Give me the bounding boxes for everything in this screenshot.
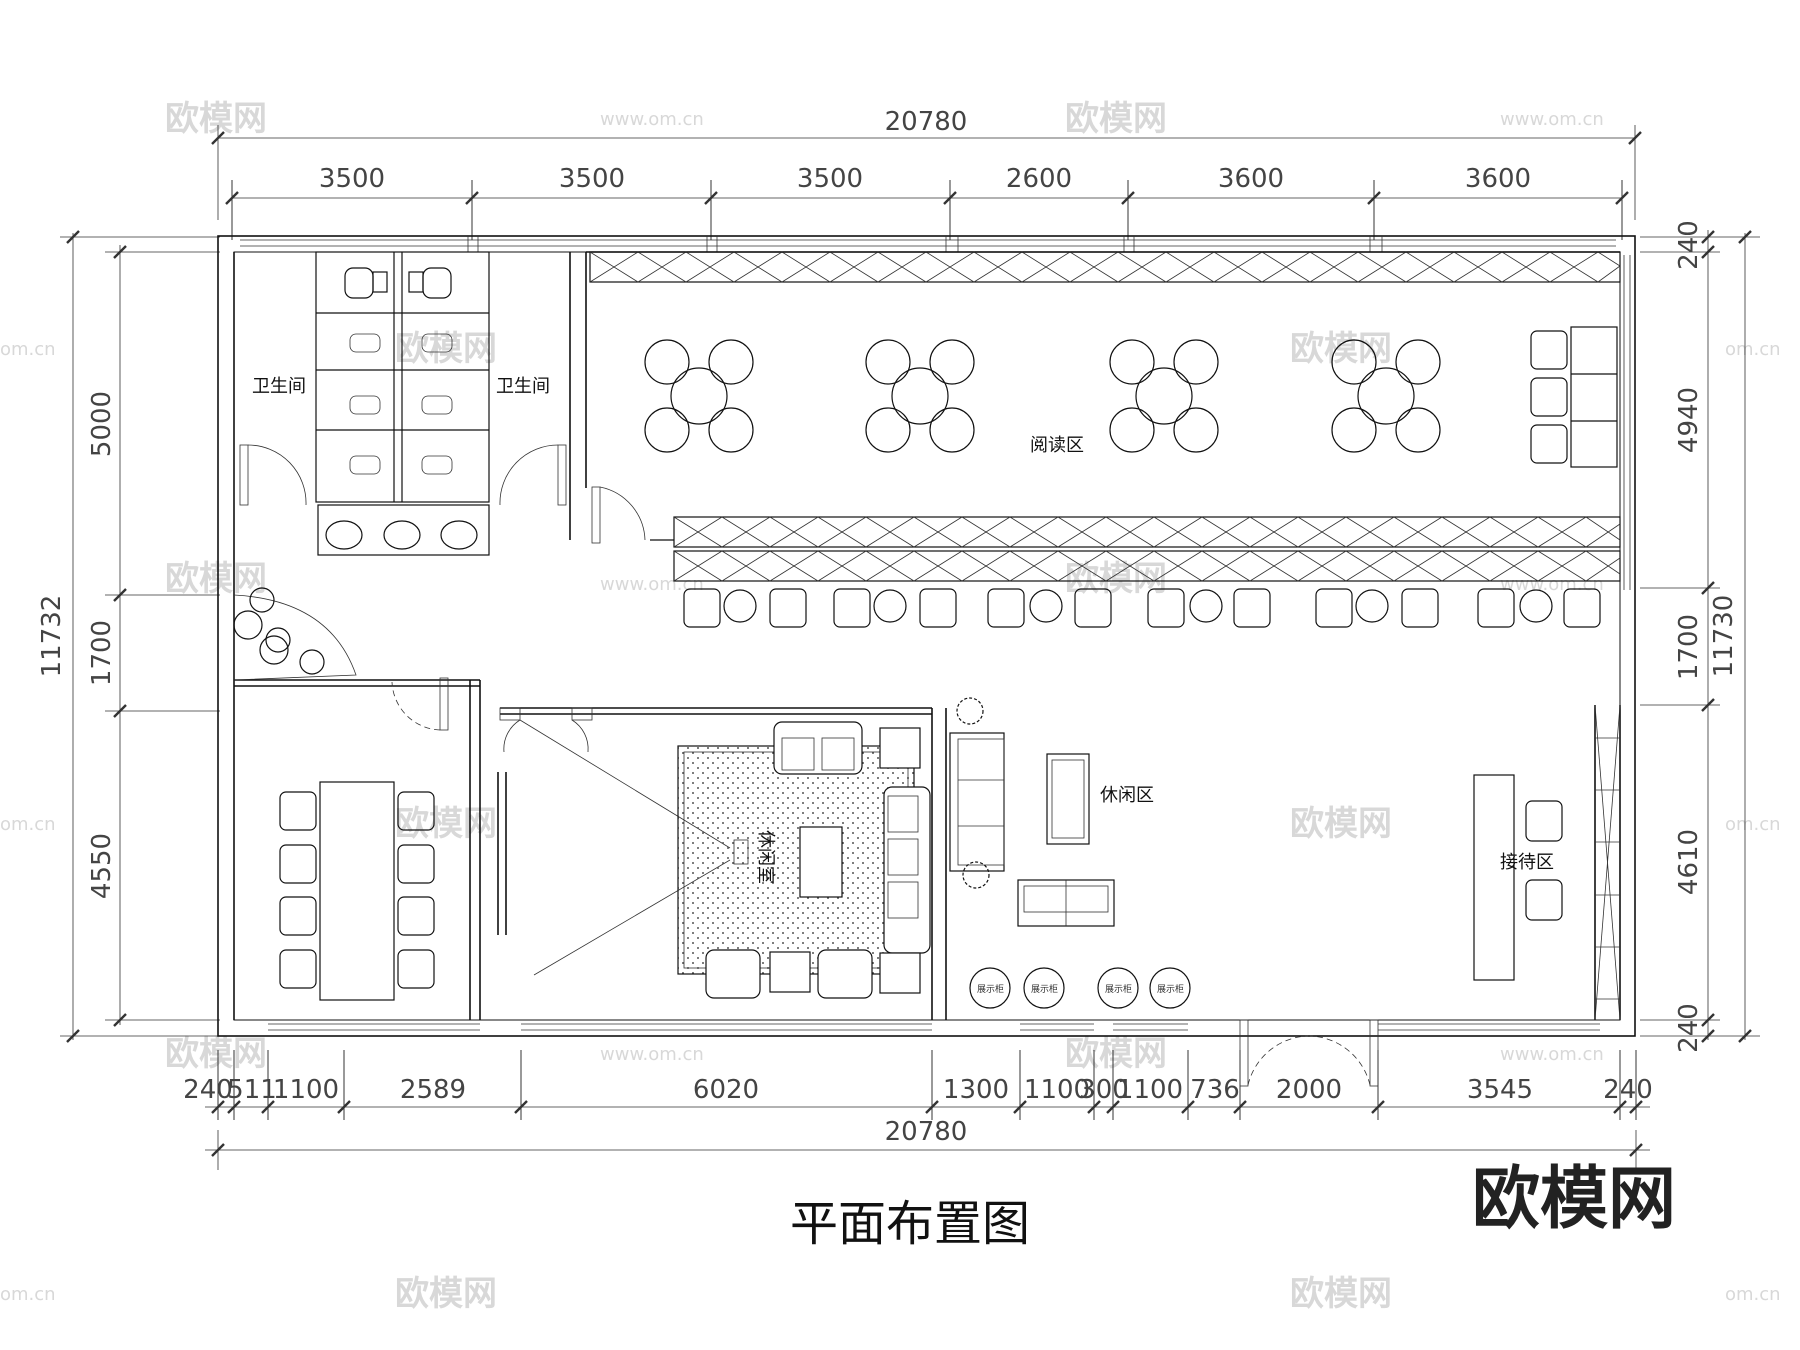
watermark-url: www.om.cn [1500,1044,1604,1065]
dim-top-seg: 3500 [319,164,385,194]
dim-left-total: 11732 [37,595,67,678]
display-cabinet-label: 展示柜 [1105,983,1132,995]
dim-bottom-seg: 1100 [1024,1075,1090,1105]
watermark-brand: 欧模网 [165,99,267,139]
main-entrance [1239,1019,1379,1087]
dim-top-seg: 3500 [797,164,863,194]
room-label-reading: 阅读区 [1030,435,1084,456]
toilet-block [239,251,646,556]
dim-bottom-seg: 511 [227,1075,277,1105]
room-label-toilet-right: 卫生间 [496,376,550,397]
room-label-lounge-room: 休闲室 [755,830,776,884]
background-watermarks: 欧模网 www.om.cn 欧模网 www.om.cn om.cn 欧模网 欧模… [0,99,1781,1314]
round-table [1331,339,1441,453]
dim-top-seg: 3500 [559,164,625,194]
dimension-labels: 20780 3500 3500 3500 2600 3600 3600 240 … [37,107,1739,1147]
watermark-url: www.om.cn [600,574,704,595]
watermark-brand: 欧模网 [1290,804,1392,844]
dim-top-seg: 3600 [1465,164,1531,194]
dim-bottom-seg: 1300 [943,1075,1009,1105]
watermark-url: om.cn [0,814,56,835]
dim-left-seg: 1700 [87,620,117,686]
chair-row [683,588,1601,628]
dim-bottom-seg: 1100 [1117,1075,1183,1105]
display-cabinet-label: 展示柜 [1031,983,1058,995]
interior-walls [233,251,1621,1020]
watermark-brand: 欧模网 [165,559,267,599]
dim-bottom-seg: 240 [1603,1075,1653,1105]
watermark-url: om.cn [0,1284,56,1305]
round-table [865,339,975,453]
watermark-url: www.om.cn [600,109,704,130]
watermark-url: www.om.cn [1500,574,1604,595]
watermark-brand: 欧模网 [395,1274,497,1314]
reception-area [1473,704,1621,1021]
watermark-brand: 欧模网 [1065,1034,1167,1074]
dim-right-seg: 240 [1674,220,1704,270]
display-cabinet-label: 展示柜 [977,983,1004,995]
dim-right-seg: 240 [1674,1003,1704,1053]
reading-tables [644,326,1618,468]
watermark-url: www.om.cn [1500,109,1604,130]
room-label-reception: 接待区 [1500,852,1554,873]
dim-top-total: 20780 [885,107,968,137]
dim-bottom-seg: 240 [183,1075,233,1105]
watermark-brand: 欧模网 [395,804,497,844]
watermark-brand: 欧模网 [395,329,497,369]
dim-bottom-seg: 2589 [400,1075,466,1105]
watermark-brand: 欧模网 [165,1034,267,1074]
round-table [644,339,754,453]
drawing-title: 平面布置图 [790,1196,1030,1252]
leisure-area [949,697,1191,1009]
dim-right-seg: 4940 [1674,387,1704,453]
watermark-url: om.cn [1725,1284,1781,1305]
meeting-room [279,677,449,1001]
watermark-url: om.cn [0,339,56,360]
brand-watermark: 欧模网 [1472,1160,1676,1239]
dim-bottom-seg: 1100 [273,1075,339,1105]
watermark-url: om.cn [1725,814,1781,835]
dim-bottom-seg: 6020 [693,1075,759,1105]
round-table [1109,339,1219,453]
room-label-leisure: 休闲区 [1100,785,1154,806]
dim-right-total: 11730 [1709,595,1739,678]
dim-bottom-seg: 3545 [1467,1075,1533,1105]
watermark-brand: 欧模网 [1065,99,1167,139]
dim-bottom-total: 20780 [885,1117,968,1147]
watermark-brand: 欧模网 [1290,1274,1392,1314]
dim-right-seg: 1700 [1674,614,1704,680]
bookshelf-top [589,251,1621,582]
dim-left-seg: 5000 [87,391,117,457]
room-label-toilet-left: 卫生间 [252,376,306,397]
dim-bottom-seg: 2000 [1276,1075,1342,1105]
lounge-room [499,707,931,999]
display-cabinet-label: 展示柜 [1157,983,1184,995]
dim-bottom-seg: 736 [1190,1075,1240,1105]
dim-top-seg: 2600 [1006,164,1072,194]
watermark-url: om.cn [1725,339,1781,360]
dim-top-seg: 3600 [1218,164,1284,194]
watermark-url: www.om.cn [600,1044,704,1065]
display-cabinet-labels: 展示柜 展示柜 展示柜 展示柜 [977,983,1184,995]
room-labels: 卫生间 卫生间 阅读区 休闲室 休闲区 接待区 [252,376,1554,884]
dim-right-seg: 4610 [1674,829,1704,895]
dim-bottom-seg: 300 [1079,1075,1129,1105]
dimension-lines [60,125,1760,1170]
watermark-brand: 欧模网 [1290,329,1392,369]
plant-cluster [233,587,357,681]
dim-left-seg: 4550 [87,833,117,899]
